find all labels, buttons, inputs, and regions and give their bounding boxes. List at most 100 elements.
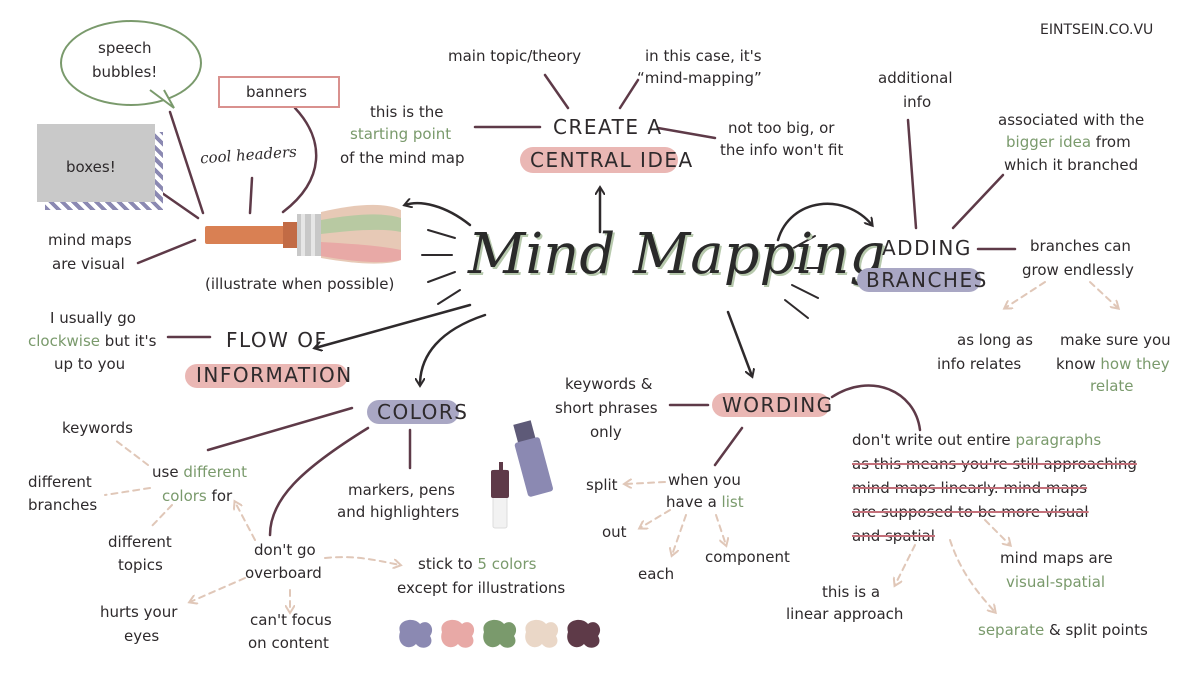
line-wording-para: [830, 384, 922, 432]
para-line1: don't write out entire paragraphs: [852, 428, 1101, 452]
line-colors-keywords: [206, 406, 354, 452]
wording-keywords-line1: keywords &: [565, 375, 653, 393]
color-palette: [399, 619, 601, 648]
mind-maps-visual-line1: mind maps: [48, 231, 132, 249]
overboard-line1: don't go: [254, 541, 316, 559]
line-not-too-big: [656, 126, 717, 140]
stick-line2: except for illustrations: [397, 579, 566, 597]
flow-note-line4: up to you: [54, 355, 126, 373]
start-line3: of the mind map: [340, 149, 465, 167]
sure-line1: make sure you: [1060, 331, 1171, 349]
sure-line2: know how they: [1056, 352, 1170, 376]
linear-line1: this is a: [822, 583, 881, 601]
associated-line4: which it branched: [1004, 156, 1139, 174]
arrow-to-visual: [405, 203, 472, 227]
banner-shape: [218, 76, 340, 108]
not-too-big-line1: not too big, or: [728, 119, 835, 137]
line-cool-headers: [248, 176, 254, 215]
dash-grow-sure: [1089, 281, 1118, 308]
speech-label-line1: speech: [98, 39, 152, 57]
main-topic-note: main topic/theory: [448, 47, 582, 65]
hurts-line2: eyes: [124, 627, 160, 645]
banners-label: banners: [246, 83, 307, 101]
para-strike-line3: are supposed to be more visual: [852, 503, 1089, 521]
arrow-to-colors: [420, 313, 487, 385]
start-line2: starting point: [350, 125, 452, 143]
split-word: split: [586, 476, 618, 494]
associated-line1: associated with the: [998, 111, 1145, 129]
use-different: different: [183, 463, 248, 481]
separate-word: separate: [978, 621, 1045, 639]
overboard-line2: overboard: [245, 564, 322, 582]
central-idea-highlight: [520, 147, 678, 173]
line-boxes: [160, 191, 200, 220]
branches-heading-line1: ADDING: [882, 236, 972, 260]
visual-spatial-line1: mind maps are: [1000, 549, 1113, 567]
line-additional: [906, 118, 918, 230]
component-word: component: [705, 548, 790, 566]
wording-heading: WORDING: [722, 393, 834, 417]
additional-line1: additional: [878, 69, 953, 87]
dash-use-keywords: [114, 439, 149, 466]
wording-keywords-line2: short phrases: [555, 399, 658, 417]
watermark: EINTSEIN.CO.VU: [1040, 22, 1154, 38]
use-line1: use different: [152, 460, 247, 484]
line-colors-overboard: [268, 426, 370, 537]
speech-bubble-shape: [60, 20, 202, 106]
branches-highlight: [857, 268, 981, 292]
dash-para-linear: [895, 544, 916, 585]
flow-clockwise: clockwise: [28, 332, 101, 350]
flow-highlight: [185, 364, 348, 388]
colors-keywords: keywords: [62, 419, 133, 437]
use-word: use: [152, 463, 179, 481]
speech-bubble-tail: [149, 89, 175, 109]
arrow-to-flow: [315, 303, 472, 348]
sure-how-they: how they: [1100, 355, 1170, 373]
use-colors: colors: [162, 487, 207, 505]
markers-line2: and highlighters: [337, 503, 460, 521]
each-word: each: [638, 565, 675, 583]
list-word: list: [721, 493, 744, 511]
wording-keywords-line3: only: [590, 423, 622, 441]
mind-maps-visual-line2: are visual: [52, 255, 125, 273]
wording-highlight: [712, 393, 830, 417]
dash-para-visual: [984, 519, 1010, 545]
dash-list-each: [672, 514, 687, 555]
colors-highlight: [367, 400, 459, 424]
illustrate-note: (illustrate when possible): [205, 275, 395, 293]
speech-label-line2: bubbles!: [92, 63, 158, 81]
diff-branches-line2: branches: [28, 496, 98, 514]
grow-line2: grow endlessly: [1022, 261, 1134, 279]
palette-swatch-pink: [441, 619, 475, 648]
main-title: Mind Mapping: [468, 222, 886, 287]
start-line1: this is the: [370, 103, 444, 121]
sure-line4: relate: [1090, 377, 1134, 395]
palette-swatch-maroon: [567, 619, 601, 648]
dash-list-out: [640, 509, 671, 528]
line-associated: [951, 173, 1005, 230]
grow-line1: branches can: [1030, 237, 1131, 255]
line-speech: [168, 110, 205, 215]
line-mind-maps-visual: [136, 238, 197, 265]
list-have-a: have a: [666, 493, 717, 511]
dash-list-component: [715, 514, 726, 545]
flow-heading-line2: INFORMATION: [196, 363, 353, 387]
in-this-case-line2: “mind-mapping”: [637, 69, 762, 87]
long-line2: info relates: [937, 355, 1022, 373]
use-for: for: [211, 487, 233, 505]
long-line1: as long as: [957, 331, 1033, 349]
stick-to: stick to: [418, 555, 473, 573]
linear-line2: linear approach: [786, 605, 904, 623]
sure-know: know: [1056, 355, 1096, 373]
dash-use-branches: [104, 487, 151, 496]
para-strike-line1: as this means you're still approaching: [852, 455, 1137, 473]
arrow-to-branches: [776, 202, 872, 242]
para-dont-write: don't write out entire: [852, 431, 1011, 449]
para-strike-line2: mind maps linearly. mind maps: [852, 479, 1088, 497]
split-points-word: & split points: [1049, 621, 1148, 639]
boxes-label: boxes!: [66, 158, 116, 176]
line-in-this-case: [618, 78, 640, 110]
stick-5-colors: 5 colors: [477, 555, 537, 573]
